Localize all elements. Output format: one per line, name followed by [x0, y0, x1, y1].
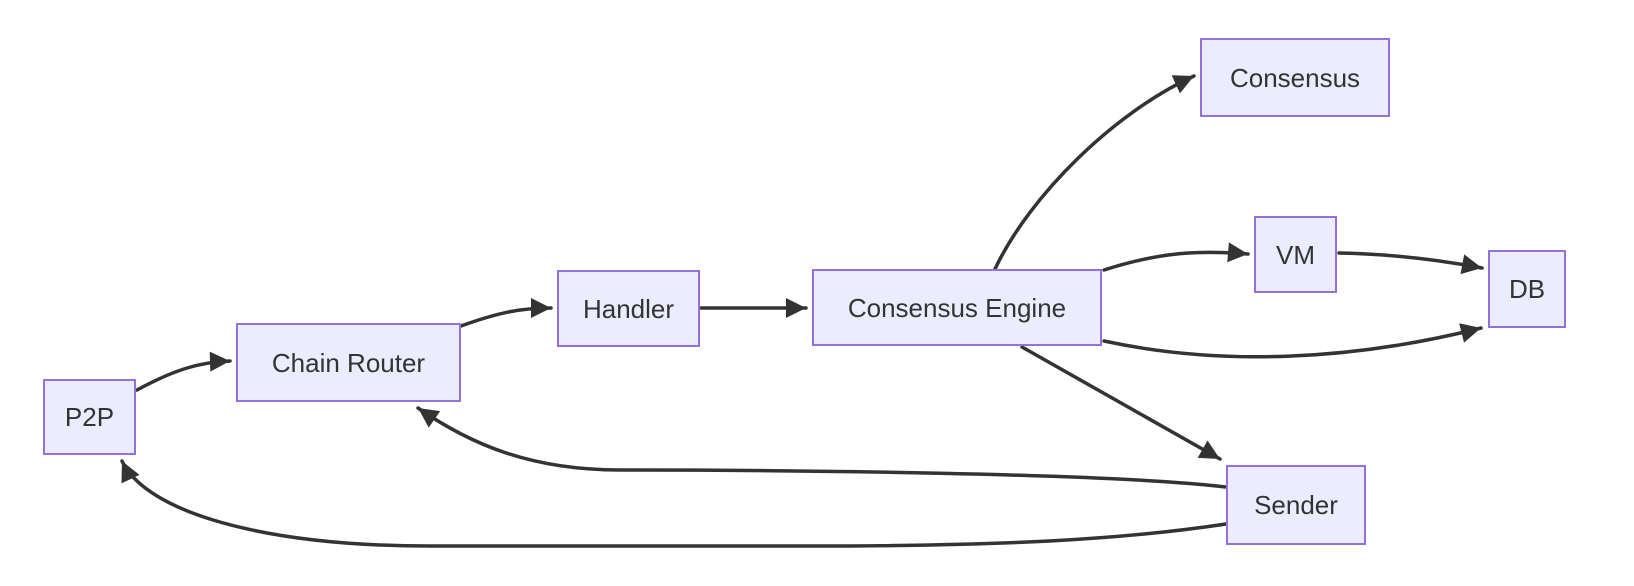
node-p2p: P2P	[43, 379, 136, 455]
edge-sender-to-p2p	[120, 459, 1228, 548]
edge-p2p-to-chain-router	[135, 351, 232, 392]
node-chain-router: Chain Router	[236, 323, 461, 402]
node-handler: Handler	[557, 270, 700, 347]
edge-chain-router-to-handler	[459, 298, 553, 328]
edge-vm-to-db	[1337, 251, 1484, 275]
node-vm: VM	[1254, 216, 1337, 293]
node-consensus: Consensus	[1200, 38, 1390, 117]
edge-sender-to-chain-router	[416, 406, 1228, 489]
node-db: DB	[1488, 250, 1566, 328]
node-consensus-engine: Consensus Engine	[812, 269, 1102, 346]
edge-consensus-engine-to-sender	[1020, 345, 1222, 461]
edge-consensus-engine-to-vm	[1102, 242, 1250, 272]
edge-consensus-engine-to-consensus	[993, 74, 1196, 271]
node-sender: Sender	[1226, 465, 1366, 545]
edge-consensus-engine-to-db	[1102, 323, 1483, 359]
